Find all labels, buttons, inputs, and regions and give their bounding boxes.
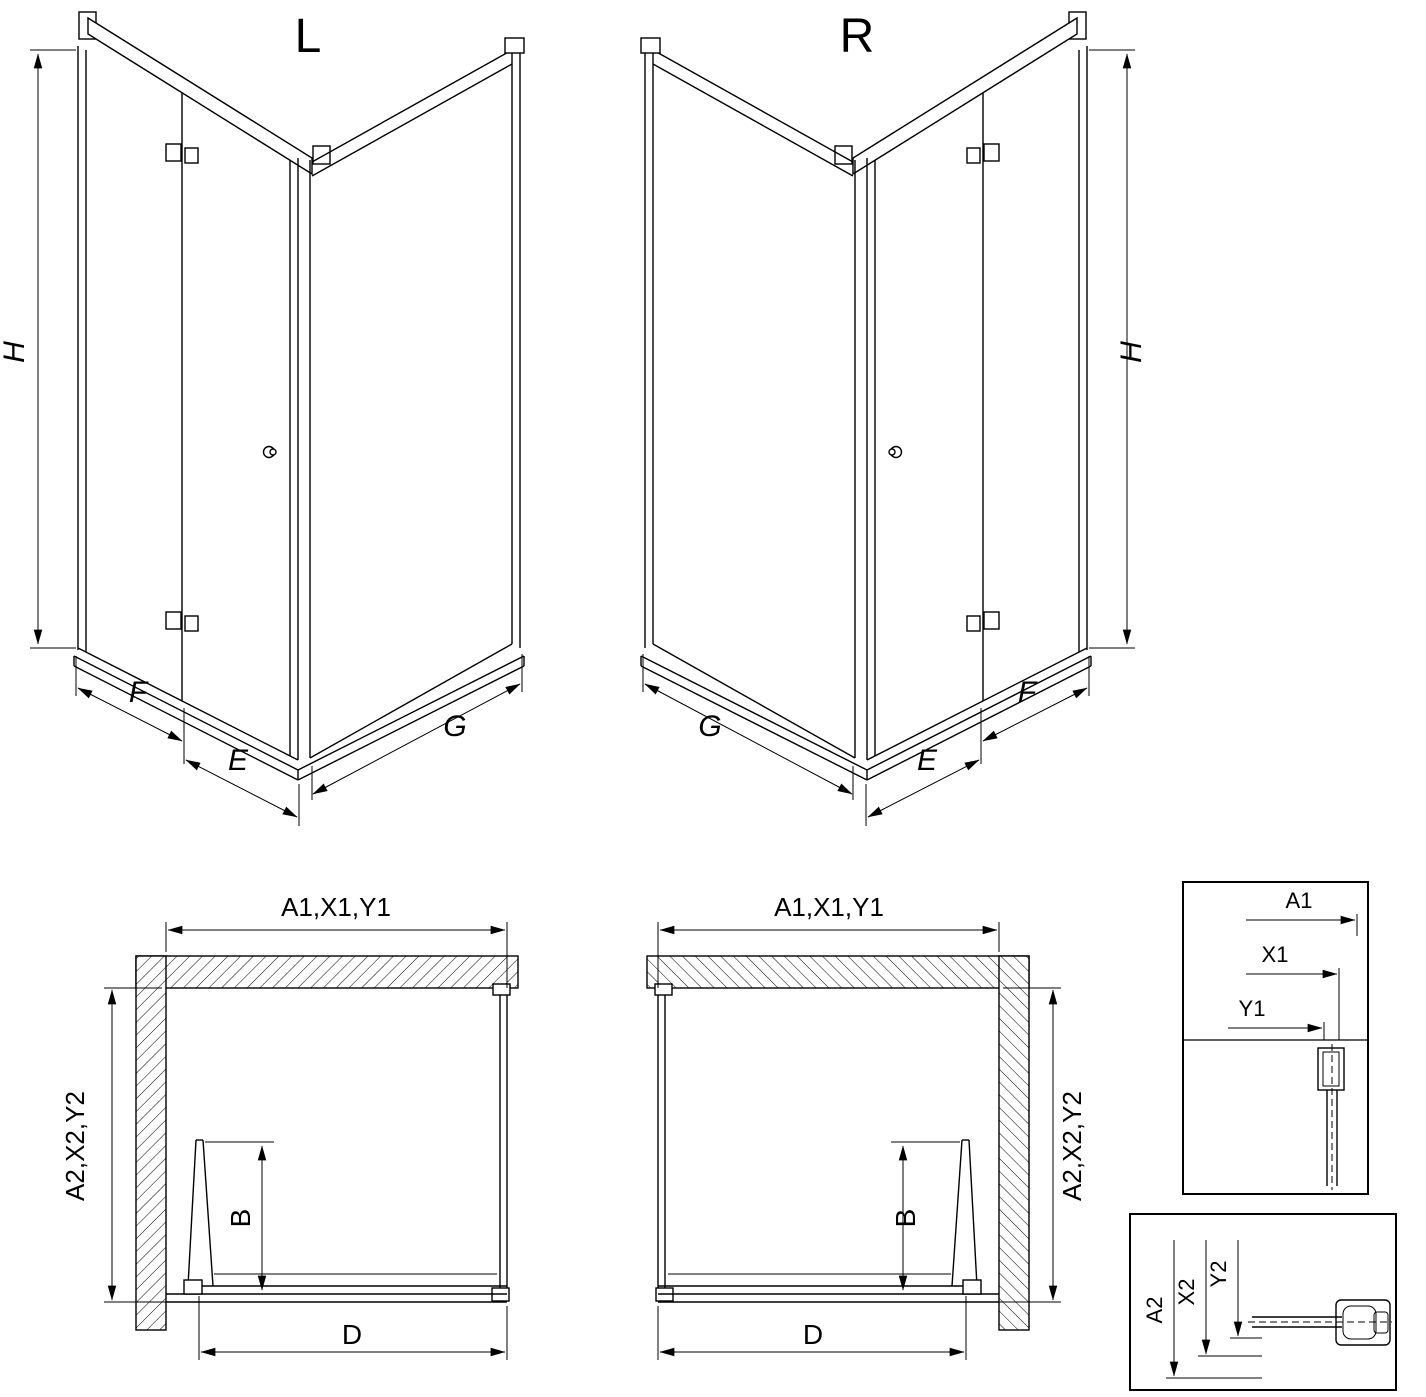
dim-label-height-right: H (1115, 341, 1148, 363)
right-3d-view: R H F E G (641, 10, 1148, 826)
detail-box-bottom (1129, 1213, 1397, 1391)
dim-label-b-right: B (890, 1209, 921, 1228)
dim-label-d-right: D (803, 1319, 823, 1350)
dim-label-a2x2y2-right: A2,X2,Y2 (1057, 1091, 1087, 1201)
dim-label-a1x1y1-right: A1,X1,Y1 (774, 892, 884, 922)
dim-label-g-right: G (698, 710, 721, 743)
detail-top-dim-arrows (1228, 914, 1358, 1040)
dim-label-b-left: B (225, 1209, 256, 1228)
dim-label-e-left: E (228, 744, 249, 777)
dim-label-g-left: G (443, 710, 466, 743)
dim-label-e-right: E (917, 744, 938, 777)
detail-box-top (1182, 881, 1369, 1195)
dim-label-height-left: H (0, 341, 31, 363)
wall-profile-section-horizontal (1248, 1299, 1392, 1346)
left-3d-view: L H F E G (0, 10, 524, 826)
detail-label-y1: Y1 (1239, 996, 1266, 1021)
dim-label-a1x1y1-left: A1,X1,Y1 (281, 892, 391, 922)
detail-label-y2: Y2 (1206, 1261, 1231, 1288)
variant-label-left: L (295, 10, 322, 63)
dim-label-f-right: F (1018, 676, 1038, 709)
dim-label-a2x2y2-left: A2,X2,Y2 (60, 1091, 90, 1201)
variant-label-right: R (840, 10, 875, 63)
detail-bottom-dim-arrows (1166, 1240, 1262, 1379)
dim-label-d-left: D (342, 1319, 362, 1350)
detail-label-x1: X1 (1262, 942, 1289, 967)
detail-label-x2: X2 (1174, 1279, 1199, 1306)
left-plan-view: A1,X1,Y1 A2,X2,Y2 B D (60, 892, 518, 1360)
detail-label-a1: A1 (1286, 888, 1313, 913)
right-plan-view: A1,X1,Y1 A2,X2,Y2 B D (647, 892, 1087, 1360)
detail-label-a2: A2 (1142, 1297, 1167, 1324)
wall-profile-section-vertical (1317, 1044, 1345, 1190)
dim-label-f-left: F (129, 676, 149, 709)
